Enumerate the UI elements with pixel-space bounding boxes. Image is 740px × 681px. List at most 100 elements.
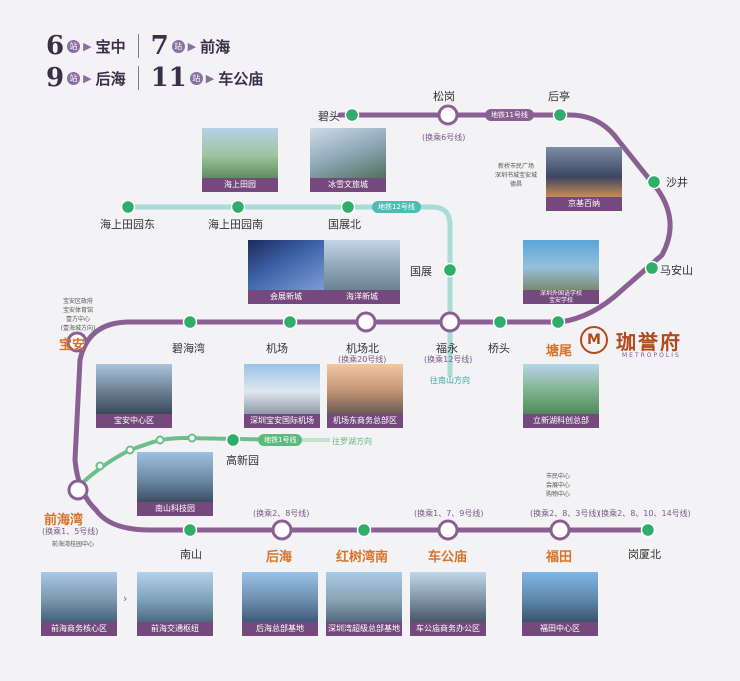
station-icon (225, 432, 241, 448)
brand-english: METROPOLIS (622, 352, 681, 359)
photo-shenzhenwan: 深圳湾超级总部基地 (326, 572, 402, 636)
photo-school: 深圳外国语学校 宝安学校 (523, 240, 599, 304)
poi-item: (壹海城方向) (60, 325, 96, 332)
photo-baozhong: 宝安中心区 (96, 364, 172, 428)
brand-logo-icon: M (580, 326, 608, 354)
poi-shajing: 新桥市民广场 深圳书城宝安城 德昌 (488, 162, 544, 189)
station-label-guozhan: 国展 (410, 265, 432, 278)
photo-qianhai-core: 前海商务核心区 (41, 572, 117, 636)
poi-baoan: 宝安区政府 宝安体育馆 壹方中心 (壹海城方向) (48, 297, 108, 333)
station-label-maanshan: 马安山 (660, 264, 693, 277)
station-icon (552, 107, 568, 123)
header-divider (137, 66, 139, 90)
station-label-qianhaiwan: 前海湾 (44, 513, 84, 528)
photo-caption: 深圳外国语学校 宝安学校 (523, 290, 599, 304)
header-divider (137, 34, 139, 58)
station-label-futian: 福田 (546, 550, 573, 565)
photo-haishangtianyuan: 海上田园 (202, 128, 278, 192)
photo-image (546, 147, 622, 197)
photo-houhai-hq: 后海总部基地 (242, 572, 318, 636)
photo-caption: 福田中心区 (522, 622, 598, 636)
station-icon (182, 314, 198, 330)
photo-caption: 宝安中心区 (96, 414, 172, 428)
photo-caption: 京基百纳 (546, 197, 622, 211)
station-icon (182, 522, 198, 538)
photo-caption: 深圳湾超级总部基地 (326, 622, 402, 636)
header-count-baozhong: 6 (46, 31, 65, 61)
photo-caption: 海上田园 (202, 178, 278, 192)
poi-item: 壹方中心 (65, 316, 90, 323)
photo-jichang: 深圳宝安国际机场 (244, 364, 320, 428)
station-label-hongshuwan: 红树湾南 (336, 550, 389, 565)
header-count-houhai: 9 (46, 63, 65, 93)
transfer-station-icon (437, 104, 459, 126)
transfer-station-icon (271, 519, 293, 541)
line-1-dot-icon (187, 433, 197, 443)
photo-image (326, 572, 402, 622)
station-label-fuyong: 福永 (436, 342, 458, 355)
station-label-bitou: 碧头 (318, 110, 340, 123)
station-icon (340, 199, 356, 215)
poi-item: 购物中心 (545, 491, 570, 498)
station-label-baoan: 宝安 (59, 338, 86, 353)
poi-item: 德昌 (509, 181, 522, 188)
transfer-station-icon (549, 519, 571, 541)
station-icon (492, 314, 508, 330)
header-station-counts: 6 站 ▶ 宝中 7 站 ▶ 前海 9 站 ▶ 后海 11 站 ▶ 车公庙 (46, 30, 273, 94)
station-label-houhai: 后海 (266, 550, 293, 565)
photo-caption: 前海商务核心区 (41, 622, 117, 636)
station-icon (640, 522, 656, 538)
transfer-fuyong: (换乘12号线) (424, 355, 473, 364)
photo-image (248, 240, 324, 290)
photo-haiyang: 海洋新城 (324, 240, 400, 304)
header-badge: 站 (67, 39, 81, 53)
station-icon (646, 174, 662, 190)
transfer-station-icon (67, 479, 89, 501)
station-icon (282, 314, 298, 330)
brand-name: 珈誉府 (616, 330, 682, 354)
transfer-chegongmiao: (换乘1、7、9号线) (414, 509, 484, 518)
photo-caption: 海洋新城 (324, 290, 400, 304)
station-icon (550, 314, 566, 330)
transfer-station-icon (66, 331, 88, 353)
photo-jingji: 京基百纳 (546, 147, 622, 211)
photo-caption: 深圳宝安国际机场 (244, 414, 320, 428)
header-badge: 站 (171, 39, 185, 53)
direction-luohu: 往罗湖方向 (332, 437, 372, 446)
photo-image (327, 364, 403, 414)
header-count-chegongmiao: 11 (150, 63, 187, 93)
photo-image (242, 572, 318, 622)
transfer-station-icon (355, 311, 377, 333)
transfer-futian: (换乘2、8、3号线) (530, 509, 600, 518)
photo-nanshankeji: 南山科技园 (137, 452, 213, 516)
photo-image (96, 364, 172, 414)
station-label-songgang: 松岗 (433, 90, 455, 103)
photo-image (137, 452, 213, 502)
transfer-houhai: (换乘2、8号线) (253, 509, 310, 518)
transfer-songgang: (换乘6号线) (422, 133, 466, 142)
photo-futian-center: 福田中心区 (522, 572, 598, 636)
photo-huizhan: 会展新城 (248, 240, 324, 304)
line-12-tag: 地铁12号线 (372, 201, 421, 213)
photo-caption: 车公庙商务办公区 (410, 622, 486, 636)
station-label-haishang-south: 海上田园南 (208, 218, 263, 231)
station-label-houting: 后亭 (548, 90, 570, 103)
station-label-qiaotou: 桥头 (488, 342, 510, 355)
station-label-gaoxinyuan: 高新园 (226, 454, 259, 467)
header-row-2: 9 站 ▶ 后海 11 站 ▶ 车公庙 (46, 62, 273, 94)
photo-image (244, 364, 320, 414)
photo-caption: 会展新城 (248, 290, 324, 304)
station-label-gangxiabei: 岗厦北 (628, 548, 661, 561)
line-1-track (73, 435, 294, 492)
poi-item: 会展中心 (545, 482, 570, 489)
header-count-qianhai: 7 (150, 31, 169, 61)
station-icon (230, 199, 246, 215)
line-12 (125, 204, 453, 378)
poi-item: 深圳书城宝安城 (494, 172, 537, 179)
photo-qianhai-jiaotong: 前海交通枢纽 (137, 572, 213, 636)
photo-lixinhu: 立新湖科创总部 (523, 364, 599, 428)
transfer-qianhaiwan: (换乘1、5号线) (42, 527, 99, 536)
photo-image (523, 240, 599, 290)
chevron-right-icon: ▶ (83, 71, 92, 85)
